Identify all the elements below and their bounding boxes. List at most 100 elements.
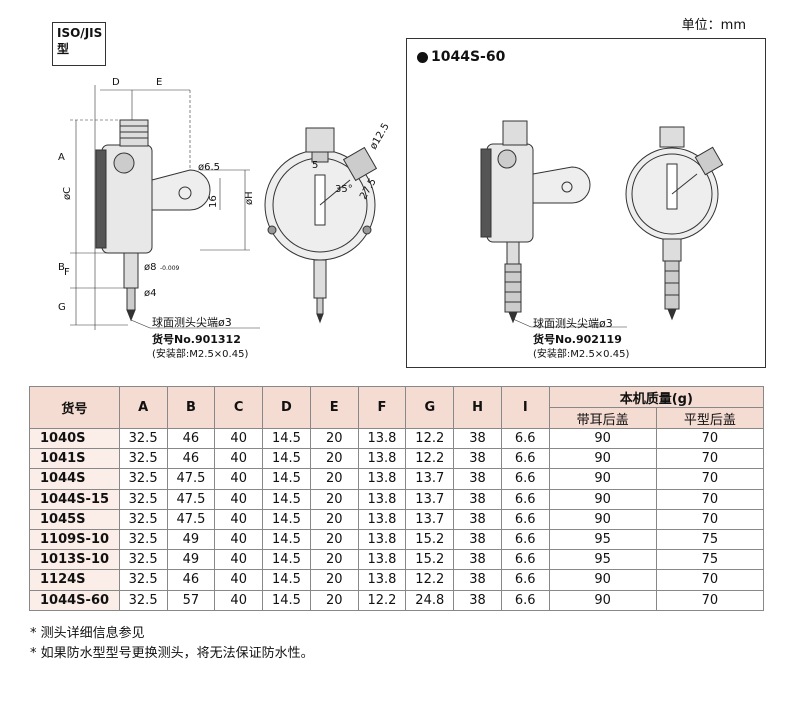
dim-d: D <box>112 77 120 88</box>
col-c: C <box>214 386 264 429</box>
dim-d8-tol: -0.009 <box>160 265 180 272</box>
table-cell: 75 <box>655 528 765 551</box>
table-cell: 13.7 <box>405 468 455 490</box>
table-cell: 6.6 <box>500 488 550 510</box>
table-cell: 32.5 <box>118 448 168 470</box>
table-cell: 20 <box>309 468 359 490</box>
table-cell: 15.2 <box>405 528 455 551</box>
table-cell: 32.5 <box>118 508 168 530</box>
dim-125: ø12.5 <box>368 121 392 151</box>
table-cell: 32.5 <box>118 589 168 611</box>
table-cell: 13.7 <box>405 488 455 510</box>
table-cell: 40 <box>214 427 264 450</box>
bezel-knurl <box>95 149 107 249</box>
table-cell: 49 <box>166 528 216 551</box>
col-h: H <box>453 386 502 429</box>
dim-16: 16 <box>208 195 219 208</box>
right-drawing: 球面测头尖端ø3 货号No.902119 (安装部:M2.5×0.45) <box>480 120 724 360</box>
dim-h: øH <box>244 191 255 205</box>
table-cell: 1041S <box>29 448 120 470</box>
table-cell: 20 <box>309 427 359 450</box>
right-mount: (安装部:M2.5×0.45) <box>533 347 629 360</box>
table-cell: 57 <box>166 589 216 611</box>
table-cell: 90 <box>548 488 657 510</box>
table-cell: 40 <box>214 468 264 490</box>
table-cell: 12.2 <box>357 589 407 611</box>
table-cell: 75 <box>655 549 765 571</box>
table-cell: 6.6 <box>500 427 550 450</box>
table-cell: 46 <box>166 448 216 470</box>
table-cell: 46 <box>166 569 216 591</box>
table-cell: 32.5 <box>118 427 168 450</box>
table-cell: 14.5 <box>262 589 311 611</box>
table-cell: 14.5 <box>262 448 311 470</box>
table-cell: 38 <box>453 508 502 530</box>
col-model: 货号 <box>29 386 120 429</box>
table-cell: 20 <box>309 528 359 551</box>
col-f: F <box>357 386 407 429</box>
table-cell: 13.8 <box>357 549 407 571</box>
table-cell: 1044S <box>29 468 120 490</box>
table-cell: 90 <box>548 508 657 530</box>
table-cell: 70 <box>655 508 765 530</box>
table-cell: 13.8 <box>357 528 407 551</box>
table-cell: 40 <box>214 549 264 571</box>
table-cell: 70 <box>655 488 765 510</box>
note-2: * 如果防水型型号更换测头，将无法保证防水性。 <box>30 646 314 661</box>
table-cell: 1044S-60 <box>29 589 120 611</box>
table-cell: 90 <box>548 589 657 611</box>
dim-35: 35° <box>335 184 353 195</box>
table-cell: 13.8 <box>357 468 407 490</box>
table-cell: 40 <box>214 488 264 510</box>
col-mass: 本机质量(g) <box>548 386 765 408</box>
table-cell: 12.2 <box>405 448 455 470</box>
table-cell: 13.8 <box>357 427 407 450</box>
table-cell: 12.2 <box>405 427 455 450</box>
table-cell: 20 <box>309 508 359 530</box>
table-cell: 13.8 <box>357 488 407 510</box>
type-badge: ISO/JIS 型 <box>52 22 106 66</box>
left-part-no: 货号No.901312 <box>151 332 241 346</box>
table-cell: 14.5 <box>262 468 311 490</box>
table-cell: 14.5 <box>262 528 311 551</box>
dim-e: E <box>156 77 162 88</box>
col-i: I <box>500 386 550 429</box>
dim-d8: ø8 <box>144 262 156 273</box>
dim-d4: ø4 <box>144 288 156 299</box>
table-cell: 6.6 <box>500 569 550 591</box>
unit-label: 单位：mm <box>681 18 746 33</box>
variant-title-text: 1044S-60 <box>431 49 506 65</box>
table-cell: 15.2 <box>405 549 455 571</box>
table-cell: 47.5 <box>166 488 216 510</box>
table-cell: 6.6 <box>500 508 550 530</box>
table-cell: 20 <box>309 569 359 591</box>
table-cell: 14.5 <box>262 508 311 530</box>
table-cell: 6.6 <box>500 549 550 571</box>
dim-g: G <box>58 302 66 313</box>
table-cell: 1040S <box>29 427 120 450</box>
col-g: G <box>405 386 455 429</box>
notes: * 测头详细信息参见 * 如果防水型型号更换测头，将无法保证防水性。 <box>30 624 314 664</box>
note-1: * 测头详细信息参见 <box>30 626 145 641</box>
table-cell: 47.5 <box>166 468 216 490</box>
badge-line2: 型 <box>57 42 70 56</box>
dim-d65: ø6.5 <box>198 162 220 173</box>
table-cell: 6.6 <box>500 468 550 490</box>
table-cell: 13.8 <box>357 448 407 470</box>
table-cell: 14.5 <box>262 549 311 571</box>
dim-b: B <box>58 262 65 273</box>
table-cell: 70 <box>655 589 765 611</box>
table-cell: 1109S-10 <box>29 528 120 551</box>
table-cell: 14.5 <box>262 427 311 450</box>
col-a: A <box>118 386 168 429</box>
table-cell: 70 <box>655 569 765 591</box>
dim-a: A <box>58 152 65 163</box>
col-b: B <box>166 386 216 429</box>
table-cell: 95 <box>548 549 657 571</box>
